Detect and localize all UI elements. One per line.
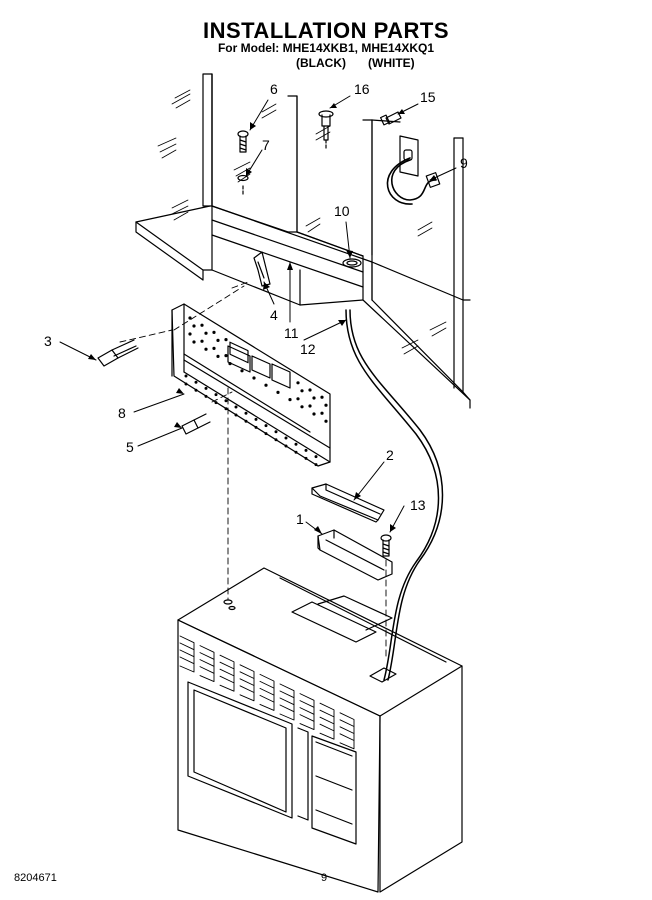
model-line: For Model: MHE14XKB1, MHE14XKQ1 xyxy=(217,41,435,55)
part-6-screw xyxy=(237,130,249,153)
page-number: 9 xyxy=(321,872,328,884)
callout-12: 12 xyxy=(300,341,316,357)
callout-15: 15 xyxy=(420,89,436,105)
part-7-washer xyxy=(237,174,249,197)
part-5-screw xyxy=(181,413,211,435)
callout-5: 5 xyxy=(126,439,134,455)
callout-9: 9 xyxy=(460,155,468,171)
callout-7: 7 xyxy=(262,137,270,153)
upper-cabinet xyxy=(135,73,471,409)
document-number: 8204671 xyxy=(14,872,57,884)
callout-8: 8 xyxy=(118,405,126,421)
part-1-damper xyxy=(317,529,393,581)
part-3-screw xyxy=(97,339,139,367)
part-16-anchor xyxy=(318,110,334,151)
part-2-bracket xyxy=(311,483,385,523)
callout-6: 6 xyxy=(270,81,278,97)
part-8-mounting-plate xyxy=(171,303,331,467)
callout-10: 10 xyxy=(334,203,350,219)
callout-2: 2 xyxy=(386,447,394,463)
callout-11: 11 xyxy=(284,325,299,341)
callout-4: 4 xyxy=(270,307,278,323)
part-15-screw xyxy=(379,111,402,126)
leader-lines xyxy=(59,95,457,535)
callout-16: 16 xyxy=(354,81,370,97)
leader-arrows xyxy=(88,103,437,534)
callout-13: 13 xyxy=(410,497,426,513)
part-13-screw xyxy=(380,534,392,557)
guide-lines xyxy=(119,281,387,661)
color-label-white: (WHITE) xyxy=(368,56,415,70)
callout-1: 1 xyxy=(296,511,304,527)
power-cord xyxy=(345,157,444,681)
color-label-black: (BLACK) xyxy=(296,56,346,70)
callout-3: 3 xyxy=(44,333,52,349)
microwave-unit xyxy=(177,567,463,893)
page-title: INSTALLATION PARTS xyxy=(202,18,450,43)
part-4-clip xyxy=(253,251,271,287)
